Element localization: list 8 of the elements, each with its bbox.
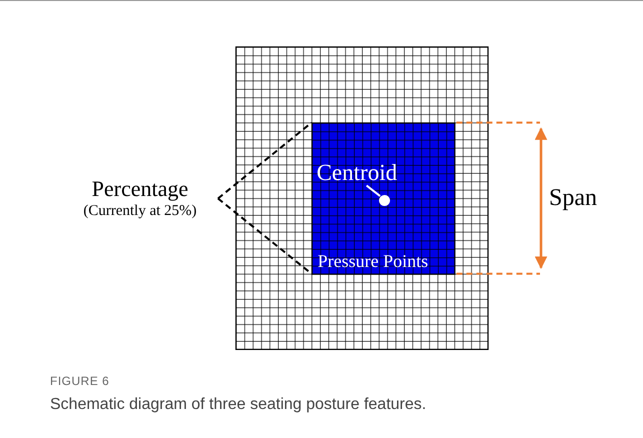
annotation-label: Percentage xyxy=(90,178,190,200)
sensor-grid-drawing xyxy=(236,47,488,350)
dimension-label: Span xyxy=(549,186,597,210)
pressure-region xyxy=(312,122,454,274)
leader-line xyxy=(366,184,381,197)
annotation-note: (Currently at 25%) xyxy=(82,204,198,219)
figure-caption: Schematic diagram of three seating posture features. xyxy=(50,397,426,413)
figure-number: FIGURE 6 xyxy=(50,375,110,387)
